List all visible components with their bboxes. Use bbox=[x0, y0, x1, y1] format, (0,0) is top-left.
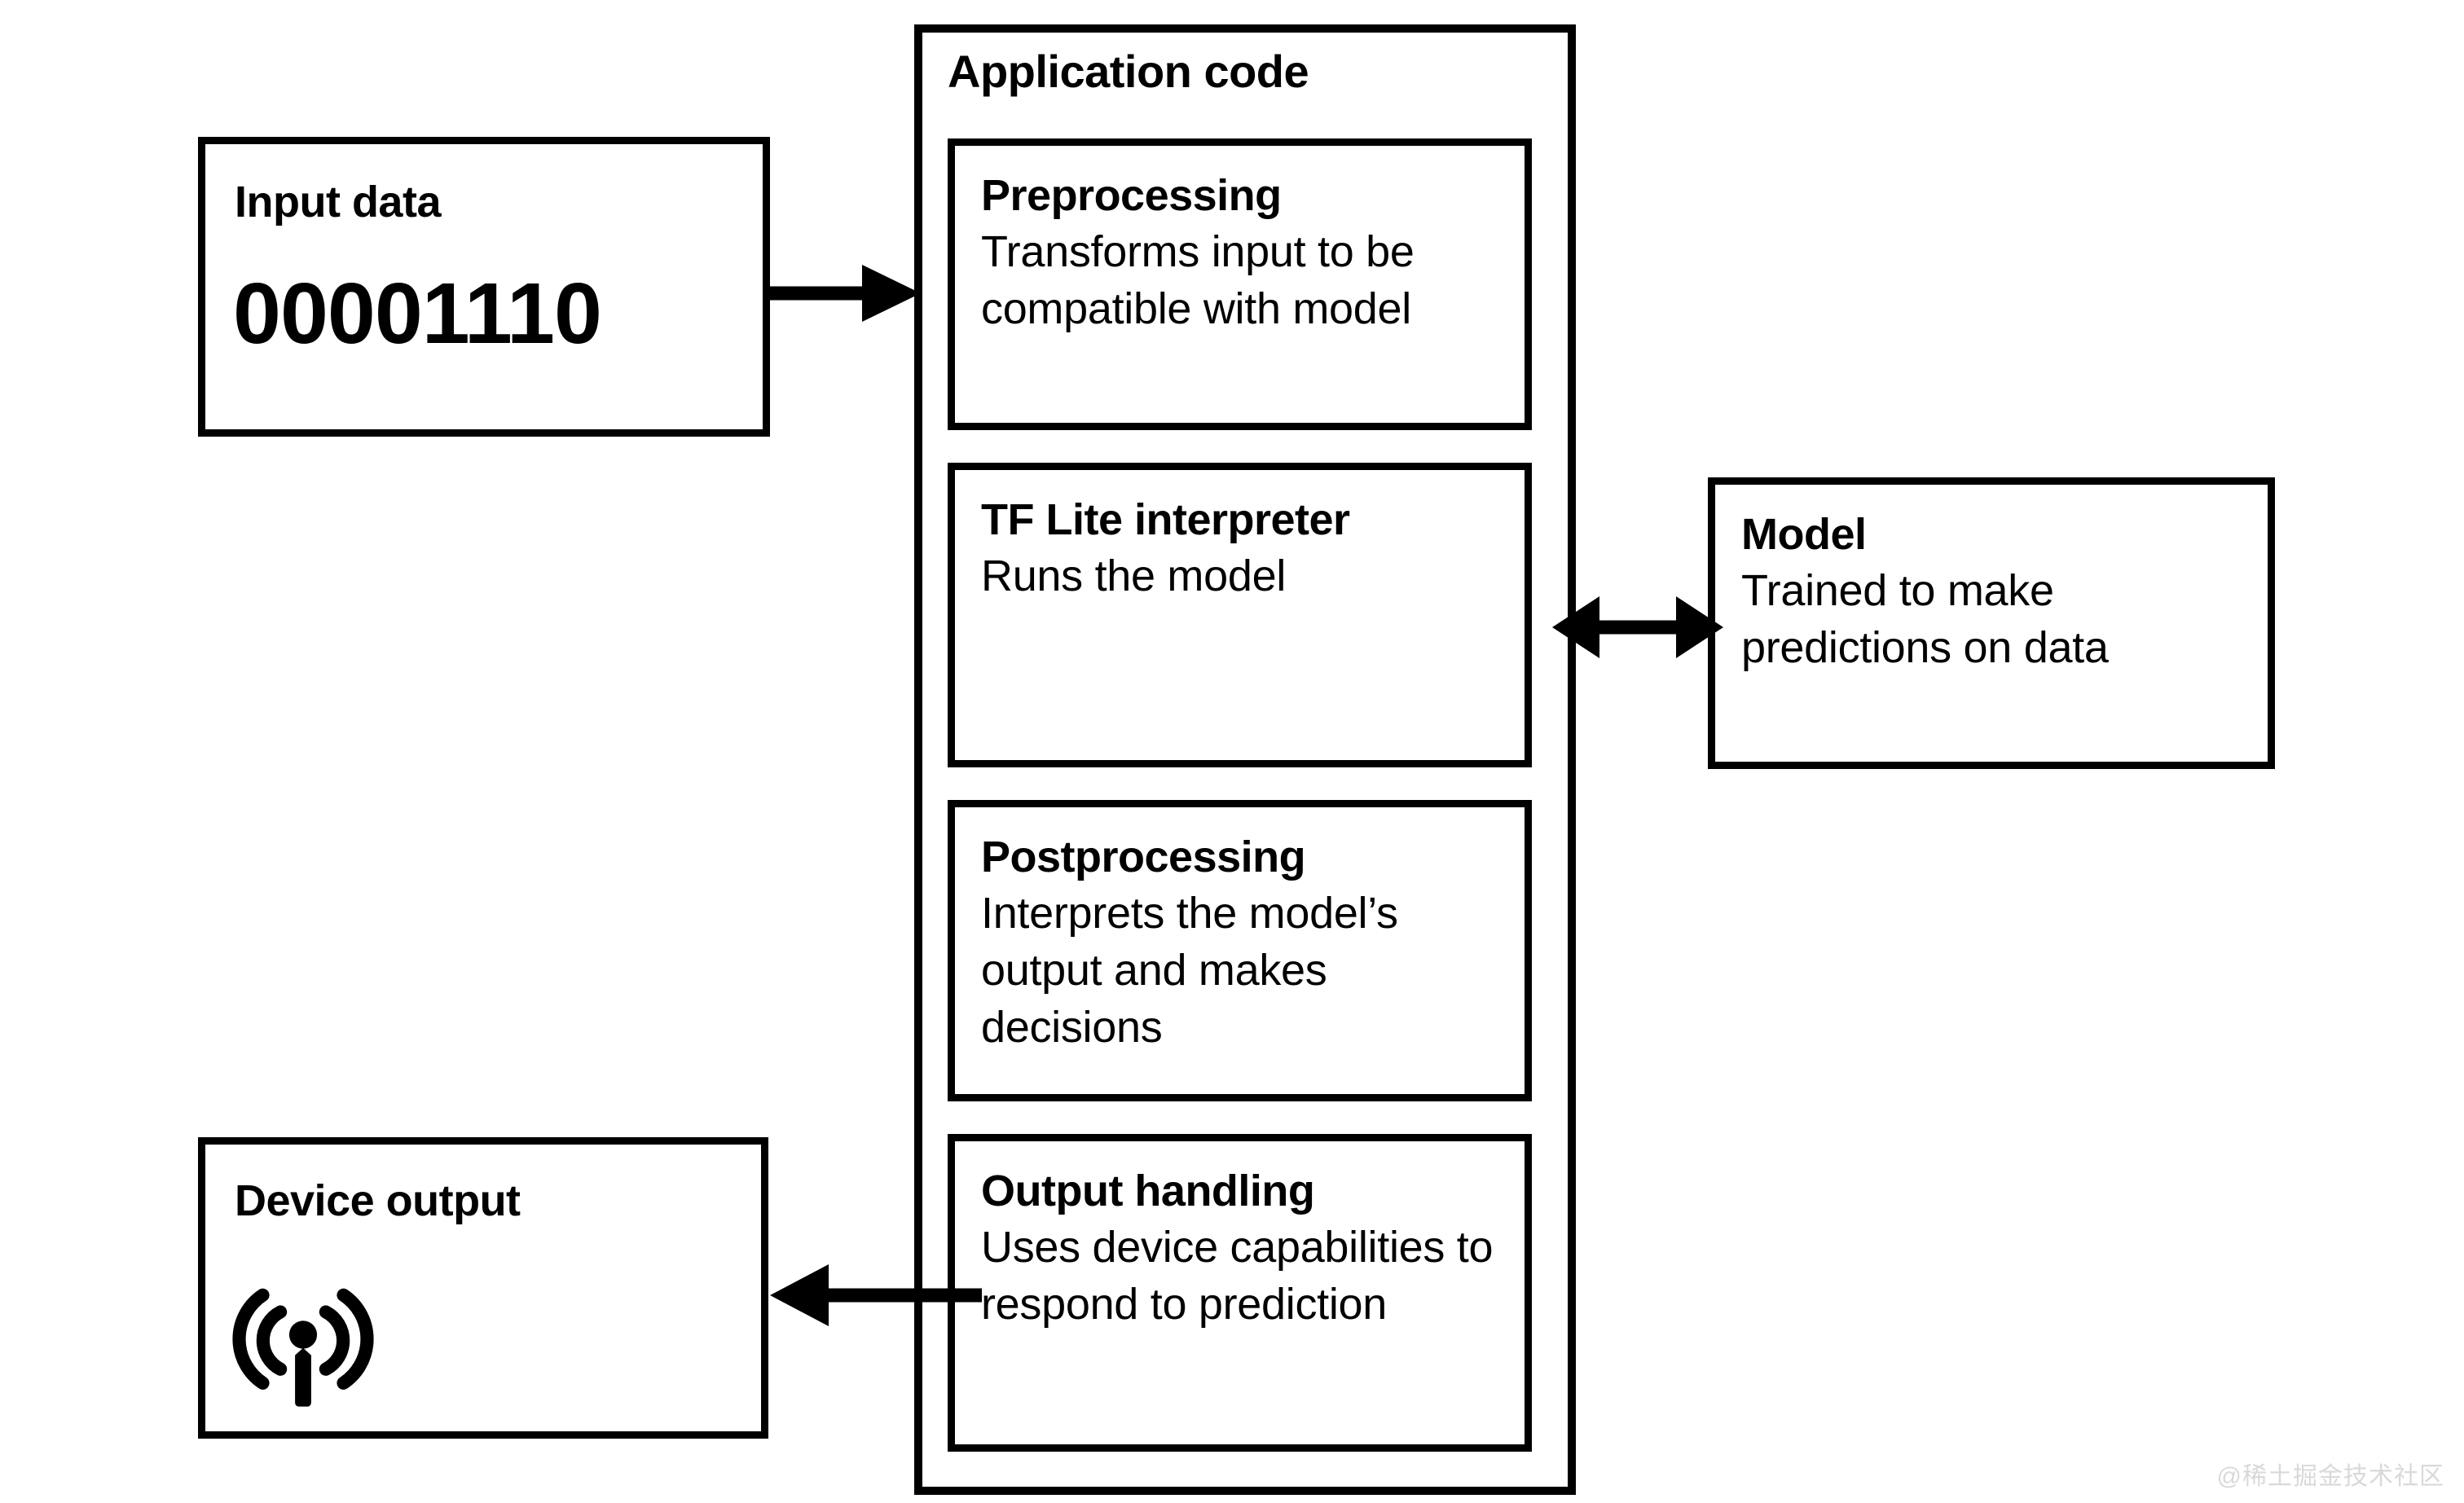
tf-lite-interpreter-box: TF Lite interpreter Runs the model bbox=[948, 463, 1532, 767]
input-data-title: Input data bbox=[235, 178, 441, 226]
postprocessing-description: Interprets the model’s output and makes … bbox=[981, 888, 1398, 1052]
arrow-application-to-device bbox=[770, 1264, 982, 1326]
watermark: @稀土掘金技术社区 bbox=[2216, 1463, 2444, 1490]
output-handling-box: Output handling Uses device capabilities… bbox=[948, 1134, 1532, 1452]
preprocessing-title: Preprocessing bbox=[981, 171, 1282, 220]
model-title: Model bbox=[1741, 510, 1867, 559]
postprocessing-box: Postprocessing Interprets the model’s ou… bbox=[948, 800, 1532, 1101]
application-code-title: Application code bbox=[948, 46, 1309, 97]
preprocessing-description: Transforms input to be compatible with m… bbox=[981, 226, 1415, 333]
arrow-application-to-model bbox=[1552, 596, 1723, 658]
arrow-input-to-application bbox=[766, 265, 921, 322]
input-data-binary-value: 00001110 bbox=[233, 266, 602, 362]
output-handling-title: Output handling bbox=[981, 1167, 1315, 1215]
model-description: Trained to make predictions on data bbox=[1741, 565, 2109, 672]
input-data-box: Input data 00001110 bbox=[198, 137, 770, 437]
device-output-title: Device output bbox=[235, 1176, 521, 1225]
postprocessing-title: Postprocessing bbox=[981, 833, 1306, 881]
device-output-box: Device output bbox=[198, 1137, 768, 1439]
model-box: Model Trained to make predictions on dat… bbox=[1708, 477, 2275, 769]
broadcast-icon bbox=[232, 1288, 374, 1407]
preprocessing-box: Preprocessing Transforms input to be com… bbox=[948, 138, 1532, 430]
output-handling-description: Uses device capabilities to respond to p… bbox=[981, 1222, 1494, 1329]
tf-lite-interpreter-title: TF Lite interpreter bbox=[981, 495, 1350, 544]
tf-lite-interpreter-description: Runs the model bbox=[981, 551, 1287, 600]
